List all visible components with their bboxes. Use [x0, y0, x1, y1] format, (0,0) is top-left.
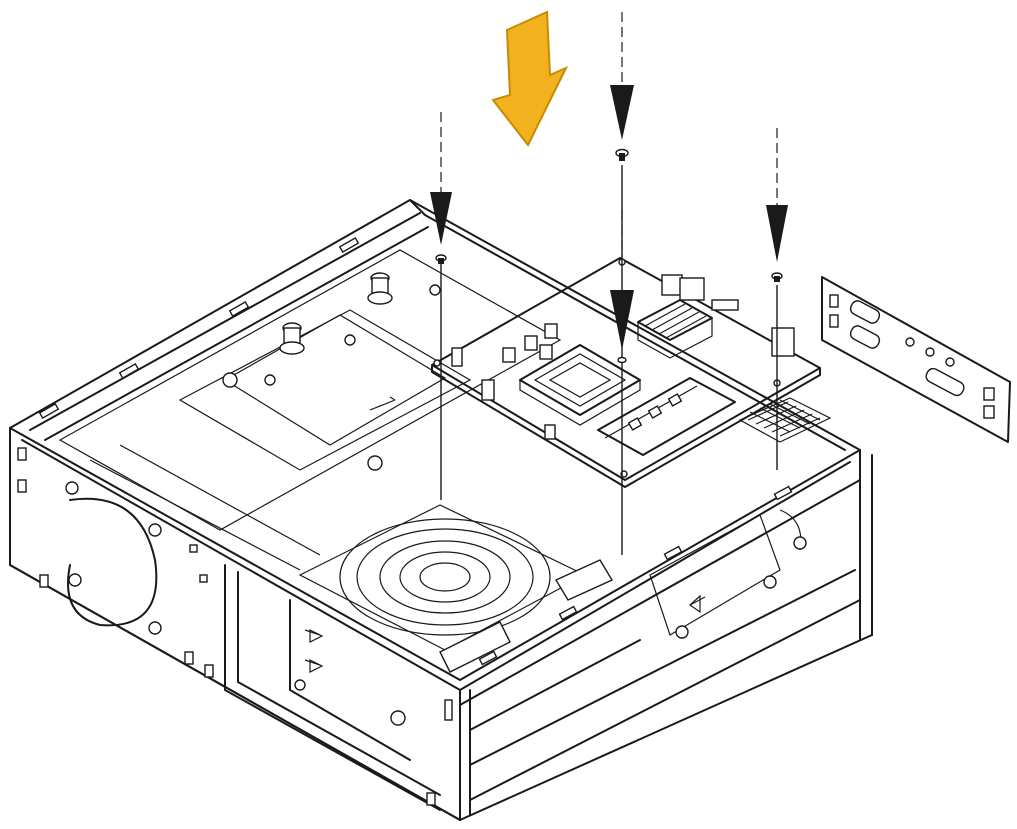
standoff	[279, 322, 305, 355]
down-arrow-icon	[610, 85, 634, 140]
ram-slot	[597, 377, 736, 456]
screw-guides	[430, 12, 788, 555]
screw-icon	[615, 148, 629, 161]
fan-grill	[298, 504, 587, 651]
screw-icon	[435, 254, 447, 264]
screw-icon	[771, 272, 783, 282]
heatsink	[637, 299, 713, 359]
down-arrow-icon	[491, 10, 569, 147]
io-shield	[821, 276, 1011, 443]
down-arrow-icon	[766, 205, 788, 262]
standoff	[367, 272, 393, 305]
motherboard	[431, 257, 821, 488]
io-ports	[661, 274, 795, 357]
chassis	[9, 199, 873, 821]
cpu	[519, 344, 641, 426]
down-arrow-icon	[430, 192, 452, 245]
down-arrow-icon	[610, 290, 634, 350]
psu-vent	[738, 397, 832, 443]
